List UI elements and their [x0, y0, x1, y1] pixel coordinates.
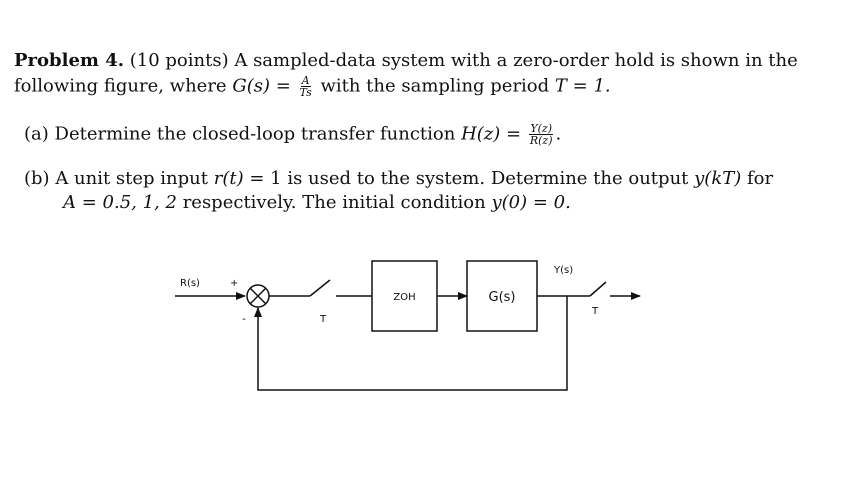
part-a-end: .	[555, 123, 562, 145]
part-b-line-1: (b) A unit step input r(t) = 1 is used t…	[24, 168, 773, 190]
problem-intro-2a: following figure, where	[14, 75, 227, 97]
switch-2-label: T	[591, 306, 599, 317]
feedback-path	[254, 296, 568, 391]
sampler-switch-2	[589, 281, 607, 297]
problem-points: (10 points)	[129, 50, 229, 71]
h-denominator: R(z)	[529, 134, 553, 147]
problem-line-2: following figure, where G(s) = A Ts with…	[14, 75, 611, 98]
problem-heading: Problem 4.	[14, 50, 125, 71]
part-a: (a) Determine the closed-loop transfer f…	[24, 123, 561, 146]
a-values: A = 0.5, 1, 2	[63, 192, 177, 213]
part-a-label: (a)	[24, 123, 49, 145]
h-numerator: Y(z)	[529, 122, 553, 135]
g-fraction: A Ts	[299, 75, 313, 98]
problem-intro-1: A sampled-data system with a zero-order …	[234, 50, 798, 71]
part-b-text-1a: A unit step input	[55, 168, 208, 189]
sampler-switch-1	[309, 279, 331, 297]
h-expression: H(z) =	[461, 123, 522, 145]
part-b-text-1c: for	[747, 168, 774, 189]
part-b-text-1b: = 1 is used to the system. Determine the…	[249, 168, 689, 189]
plant-label: G(s)	[489, 290, 516, 305]
sampling-period: T = 1.	[554, 75, 611, 97]
initial-condition: y(0) = 0.	[491, 192, 571, 213]
part-b-label: (b)	[24, 168, 50, 189]
g-denominator: Ts	[299, 86, 312, 99]
g-expression: G(s) =	[232, 75, 291, 97]
part-a-text: Determine the closed-loop transfer funct…	[54, 123, 456, 145]
h-fraction: Y(z) R(z)	[529, 123, 554, 146]
plus-sign: +	[230, 278, 238, 289]
switch-1-label: T	[319, 314, 327, 325]
part-b-line-2: A = 0.5, 1, 2 respectively. The initial …	[63, 192, 571, 214]
r-of-t: r(t)	[213, 168, 244, 189]
summing-junction	[246, 284, 270, 308]
problem-line-1: Problem 4. (10 points) A sampled-data sy…	[14, 50, 798, 72]
problem-intro-2b: with the sampling period	[320, 75, 550, 97]
part-b-text-2b: respectively. The initial condition	[182, 192, 486, 213]
y-of-kt: y(kT)	[694, 168, 742, 189]
zoh-label: ZOH	[393, 292, 415, 303]
g-numerator: A	[300, 74, 311, 87]
input-label: R(s)	[180, 278, 200, 289]
minus-sign: -	[242, 312, 246, 325]
output-label: Y(s)	[553, 265, 573, 276]
